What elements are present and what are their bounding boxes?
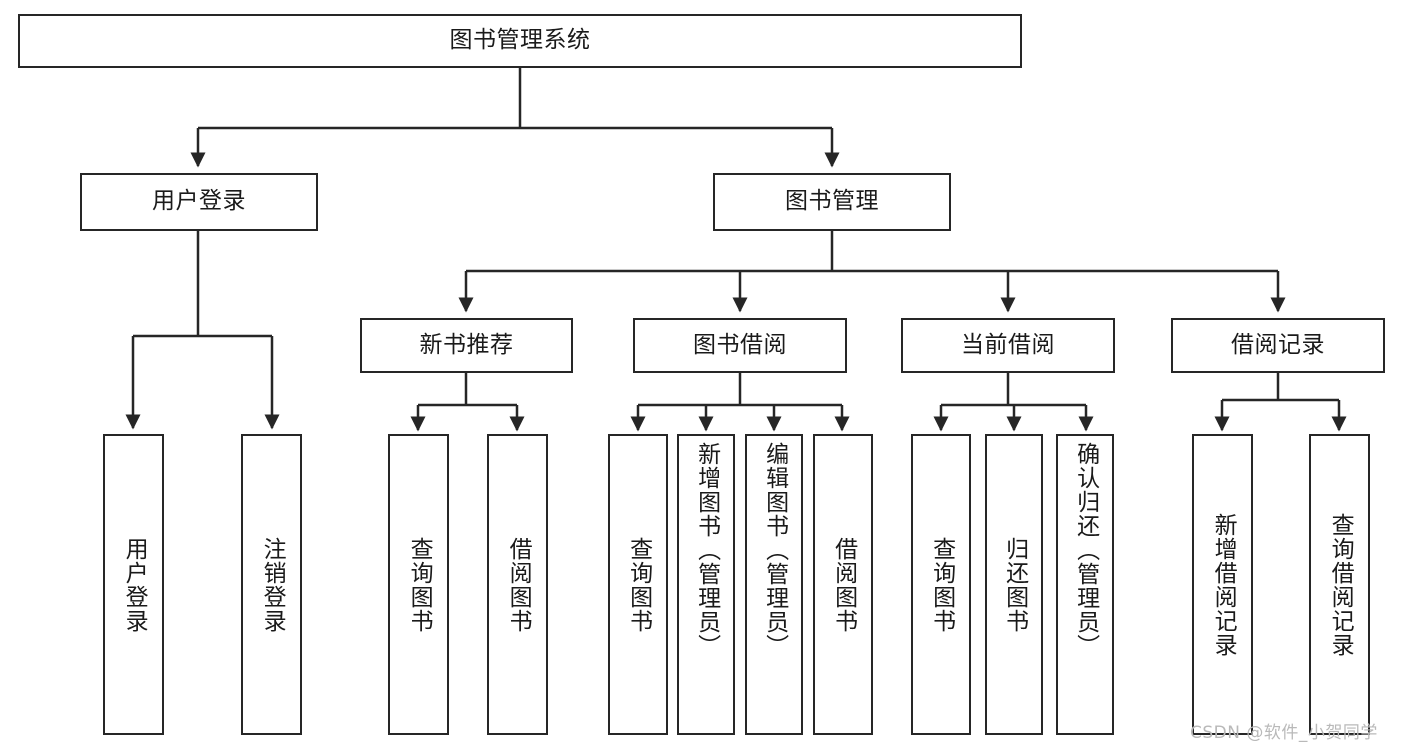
leaf-user-login-0[interactable]: 用户登录	[103, 434, 164, 735]
leaf-new-book-1[interactable]: 借阅图书	[487, 434, 548, 735]
node-current-borrow-label: 当前借阅	[961, 331, 1055, 358]
node-user-login[interactable]: 用户登录	[80, 173, 318, 231]
leaf-book-borrow-0-label: 查询图书	[625, 536, 652, 633]
node-current-borrow[interactable]: 当前借阅	[901, 318, 1115, 373]
leaf-borrow-record-0[interactable]: 新增借阅记录	[1192, 434, 1253, 735]
leaf-current-borrow-1-label: 归还图书	[1001, 536, 1028, 633]
leaf-new-book-0-label: 查询图书	[406, 536, 433, 633]
leaf-book-borrow-3[interactable]: 借阅图书	[813, 434, 873, 735]
leaf-book-borrow-0[interactable]: 查询图书	[608, 434, 668, 735]
leaf-borrow-record-1-label: 查询借阅记录	[1327, 512, 1354, 657]
leaf-new-book-1-label: 借阅图书	[505, 536, 532, 633]
leaf-user-login-1-label: 注销登录	[259, 536, 286, 633]
leaf-current-borrow-1[interactable]: 归还图书	[985, 434, 1043, 735]
leaf-new-book-0[interactable]: 查询图书	[388, 434, 449, 735]
node-borrow-record[interactable]: 借阅记录	[1171, 318, 1385, 373]
node-new-book-recommend[interactable]: 新书推荐	[360, 318, 573, 373]
node-new-book-recommend-label: 新书推荐	[419, 331, 514, 358]
leaf-current-borrow-2[interactable]: 确认归还（管理员）	[1056, 434, 1114, 735]
leaf-book-borrow-3-label: 借阅图书	[830, 536, 857, 633]
leaf-borrow-record-0-label: 新增借阅记录	[1210, 512, 1237, 657]
node-book-manage[interactable]: 图书管理	[713, 173, 951, 231]
node-borrow-record-label: 借阅记录	[1231, 331, 1325, 358]
leaf-book-borrow-1-label: 新增图书（管理员）	[693, 442, 720, 658]
leaf-borrow-record-1[interactable]: 查询借阅记录	[1309, 434, 1370, 735]
leaf-book-borrow-1[interactable]: 新增图书（管理员）	[677, 434, 735, 735]
watermark-credit: CSDN @软件_小贺同学	[1190, 723, 1378, 743]
node-book-borrow-label: 图书借阅	[693, 331, 787, 358]
leaf-user-login-1[interactable]: 注销登录	[241, 434, 302, 735]
leaf-book-borrow-2-label: 编辑图书（管理员）	[761, 442, 788, 658]
leaf-book-borrow-2[interactable]: 编辑图书（管理员）	[745, 434, 803, 735]
leaf-current-borrow-2-label: 确认归还（管理员）	[1072, 442, 1099, 658]
leaf-user-login-0-label: 用户登录	[121, 536, 148, 633]
leaf-current-borrow-0-label: 查询图书	[928, 536, 955, 633]
leaf-current-borrow-0[interactable]: 查询图书	[911, 434, 971, 735]
node-root[interactable]: 图书管理系统	[18, 14, 1022, 68]
node-book-borrow[interactable]: 图书借阅	[633, 318, 847, 373]
node-root-label: 图书管理系统	[449, 27, 591, 54]
node-book-manage-label: 图书管理	[785, 188, 879, 215]
node-user-login-label: 用户登录	[152, 188, 246, 215]
